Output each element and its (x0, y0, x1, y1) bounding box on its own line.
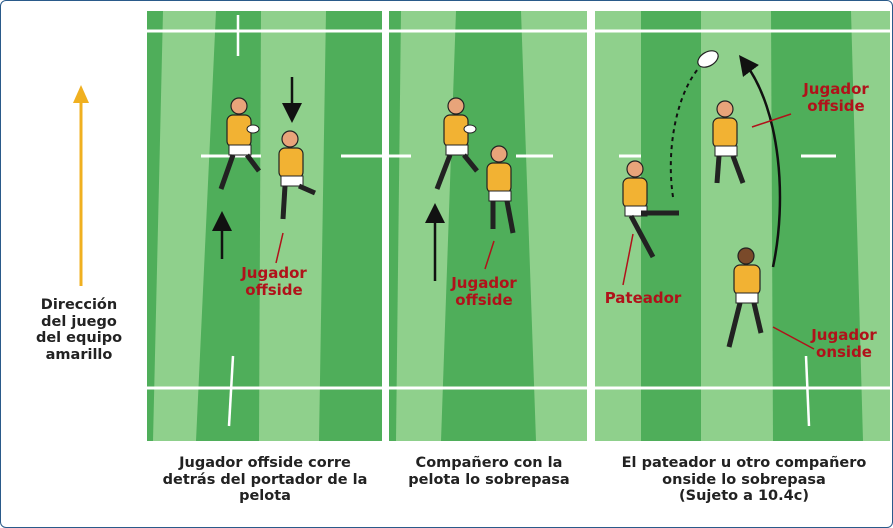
label-line: Jugador (811, 326, 877, 344)
label-line: Jugador (803, 80, 869, 98)
direction-arrow (73, 85, 89, 286)
pitch-panel-1 (147, 11, 382, 441)
player-offside-3 (712, 100, 746, 184)
label-line: offside (455, 291, 513, 310)
caption-line: onside lo sobrepasa (662, 471, 826, 488)
direction-label-line: del juego (41, 313, 117, 330)
pitch-panel-3 (595, 11, 890, 441)
player-offside-2 (486, 145, 516, 234)
kick-trajectory (669, 68, 699, 198)
rugby-ball (697, 50, 719, 68)
label-offside-player-2: Jugador offside (429, 274, 539, 310)
label-line: Jugador (451, 274, 517, 292)
direction-label: Dirección del juego del equipo amarillo (19, 297, 139, 364)
direction-label-line: del equipo (35, 330, 123, 347)
caption-line: pelota lo sobrepasa (408, 471, 570, 488)
player-ball-carrier-1 (218, 97, 261, 190)
label-offside-player-1: Jugador offside (219, 264, 329, 300)
label-line: Jugador (241, 264, 307, 282)
label-line: offside (245, 281, 303, 300)
caption-panel-3: El pateador u otro compañero onside lo s… (599, 455, 889, 505)
caption-line: El pateador u otro compañero (621, 455, 867, 471)
player-onside (726, 247, 764, 348)
player-offside-1 (278, 130, 317, 220)
player-kicker (622, 160, 679, 259)
pitch-panel-2 (389, 11, 587, 441)
player-ball-carrier-2 (434, 97, 479, 190)
caption-line: pelota (239, 488, 291, 505)
onside-run-arrow (739, 54, 782, 268)
direction-label-line: amarillo (45, 347, 113, 364)
direction-label-line: Dirección (40, 297, 118, 313)
caption-line: detrás del portador de la (162, 471, 368, 488)
label-kicker: Pateador (595, 289, 691, 307)
label-offside-player-3: Jugador offside (789, 80, 883, 116)
caption-panel-1: Jugador offside corre detrás del portado… (151, 455, 379, 505)
label-line: offside (807, 97, 865, 116)
label-line: Pateador (604, 289, 682, 307)
caption-line: Jugador offside corre (179, 455, 351, 471)
label-onside-player: Jugador onside (801, 326, 887, 362)
label-line: onside (816, 343, 872, 362)
caption-line: Compañero con la (415, 455, 563, 471)
caption-panel-2: Compañero con la pelota lo sobrepasa (391, 455, 587, 488)
caption-line: (Sujeto a 10.4c) (679, 488, 809, 505)
